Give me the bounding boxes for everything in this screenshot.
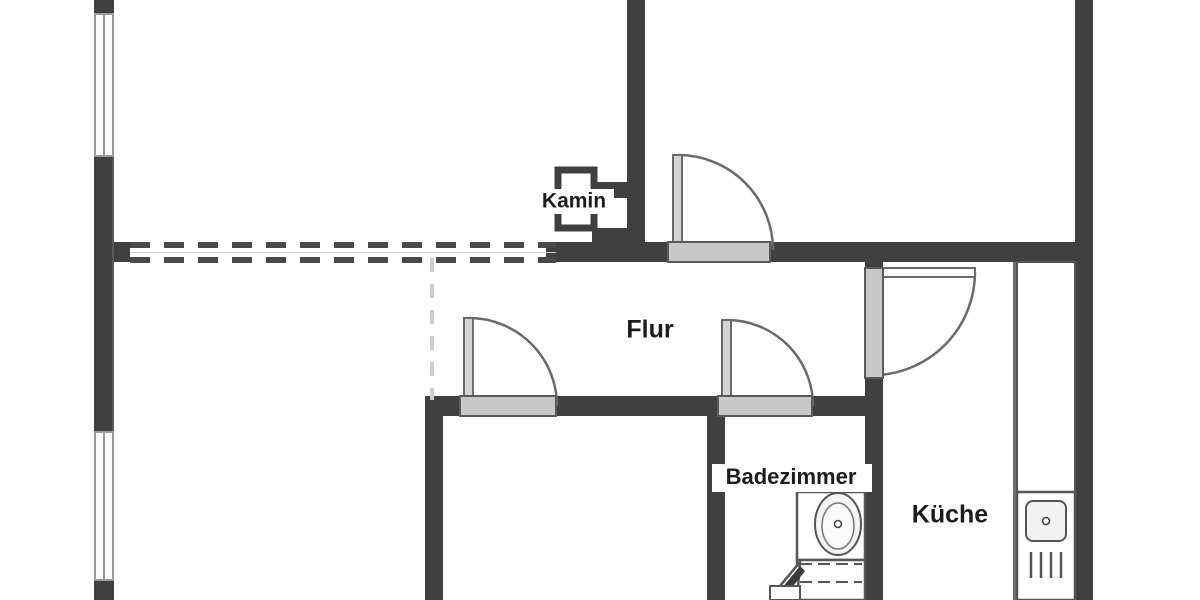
- wall-horizontal-flur-bottom-mid: [556, 396, 718, 416]
- wall-horizontal-flur-top-right: [770, 242, 1075, 262]
- door-room-south-mid[interactable]: [717, 318, 815, 417]
- bathroom-fixture-group: [769, 490, 867, 600]
- bathroom-low-unit: [769, 585, 801, 600]
- door-group: [459, 153, 977, 417]
- wall-kueche-counter-divider: [1013, 262, 1017, 600]
- wall-vertical-kueche-divider-bottom: [865, 377, 883, 600]
- door-kueche-vertical[interactable]: [864, 267, 977, 379]
- door-flur-north-arc: [677, 153, 775, 251]
- wall-vertical-upper-center: [627, 0, 645, 245]
- door-flur-north-threshold: [667, 241, 771, 263]
- kueche-label: Küche: [912, 501, 989, 529]
- door-room-southwest-leaf: [463, 317, 474, 407]
- wall-horizontal-flur-bottom-right: [812, 396, 883, 416]
- wall-vertical-kueche-divider-top: [865, 262, 883, 270]
- window-group: [94, 13, 114, 581]
- kitchen-counter-run: [1016, 261, 1076, 493]
- door-kueche-vertical-threshold: [864, 267, 884, 379]
- bathroom-bathtub-unit: [795, 558, 867, 600]
- door-room-southwest-threshold: [459, 395, 557, 417]
- door-room-south-mid-threshold: [717, 395, 813, 417]
- door-kueche-vertical-leaf: [877, 267, 976, 278]
- wall-edge-highlight-left: [112, 154, 114, 434]
- wall-kamin-stub-lower: [592, 228, 628, 244]
- wall-left-dashed-junction: [114, 242, 130, 262]
- wall-group: [94, 0, 1093, 600]
- kitchen-appliance-burner-icon: [1029, 552, 1063, 578]
- wall-left-exterior-top: [94, 0, 114, 16]
- door-room-southwest[interactable]: [459, 316, 559, 417]
- door-kueche-vertical-arc: [877, 271, 977, 377]
- bathroom-washbasin-drain-icon: [833, 519, 843, 529]
- badezimmer-label: Badezimmer: [726, 464, 857, 489]
- wall-vertical-room-left: [425, 396, 443, 600]
- kitchen-fixture-group: [1015, 261, 1077, 600]
- kitchen-sink-drain-icon: [1041, 516, 1051, 526]
- wall-right-exterior-upper: [1075, 0, 1093, 245]
- kamin-label: Kamin: [542, 190, 606, 213]
- wall-vertical-bad-divider: [707, 416, 725, 600]
- opening-group: [130, 242, 556, 400]
- door-flur-north-leaf: [672, 154, 683, 251]
- badezimmer-label-backing: [712, 464, 872, 492]
- door-room-south-mid-arc: [726, 318, 815, 407]
- kamin-label-backing: [534, 189, 614, 214]
- wall-left-exterior-mid: [94, 154, 114, 434]
- door-flur-north[interactable]: [667, 153, 775, 263]
- door-room-southwest-arc: [468, 316, 559, 407]
- flur-label: Flur: [626, 316, 673, 344]
- wall-left-exterior-bottom: [94, 578, 114, 600]
- wall-right-exterior-lower: [1075, 245, 1093, 600]
- door-room-south-mid-leaf: [721, 319, 732, 407]
- room-label-group: Kamin Flur Badezimmer Küche: [534, 189, 988, 529]
- wall-horizontal-flur-top-left: [546, 242, 668, 262]
